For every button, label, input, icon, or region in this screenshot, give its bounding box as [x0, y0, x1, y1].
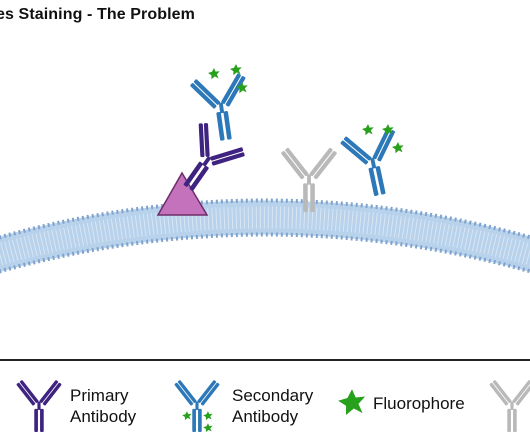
bound-secondary-antibody — [188, 71, 255, 144]
legend-primary-line1: Primary — [70, 386, 129, 405]
gray-antibody-icon — [489, 379, 530, 432]
legend-secondary-line1: Secondary — [232, 386, 314, 405]
membrane-outer-heads — [0, 198, 530, 240]
legend-divider — [0, 359, 530, 361]
membrane-inner-heads — [0, 232, 530, 274]
cell-membrane — [0, 198, 530, 274]
legend-secondary-line2: Antibody — [232, 407, 299, 426]
secondary-antibody-icon — [174, 379, 220, 432]
legend-primary-line2: Antibody — [70, 407, 137, 426]
fluorophore-icon — [338, 389, 366, 415]
diagram-title: es Staining - The Problem — [0, 6, 195, 23]
primary-antibody-icon — [16, 379, 62, 432]
nonspecific-secondary-antibody — [338, 125, 408, 201]
antigen-triangle — [156, 171, 209, 216]
membrane-band — [0, 200, 530, 272]
legend-secondary-fluorophores — [182, 411, 213, 433]
legend-fluorophore-label: Fluorophore — [373, 394, 465, 413]
